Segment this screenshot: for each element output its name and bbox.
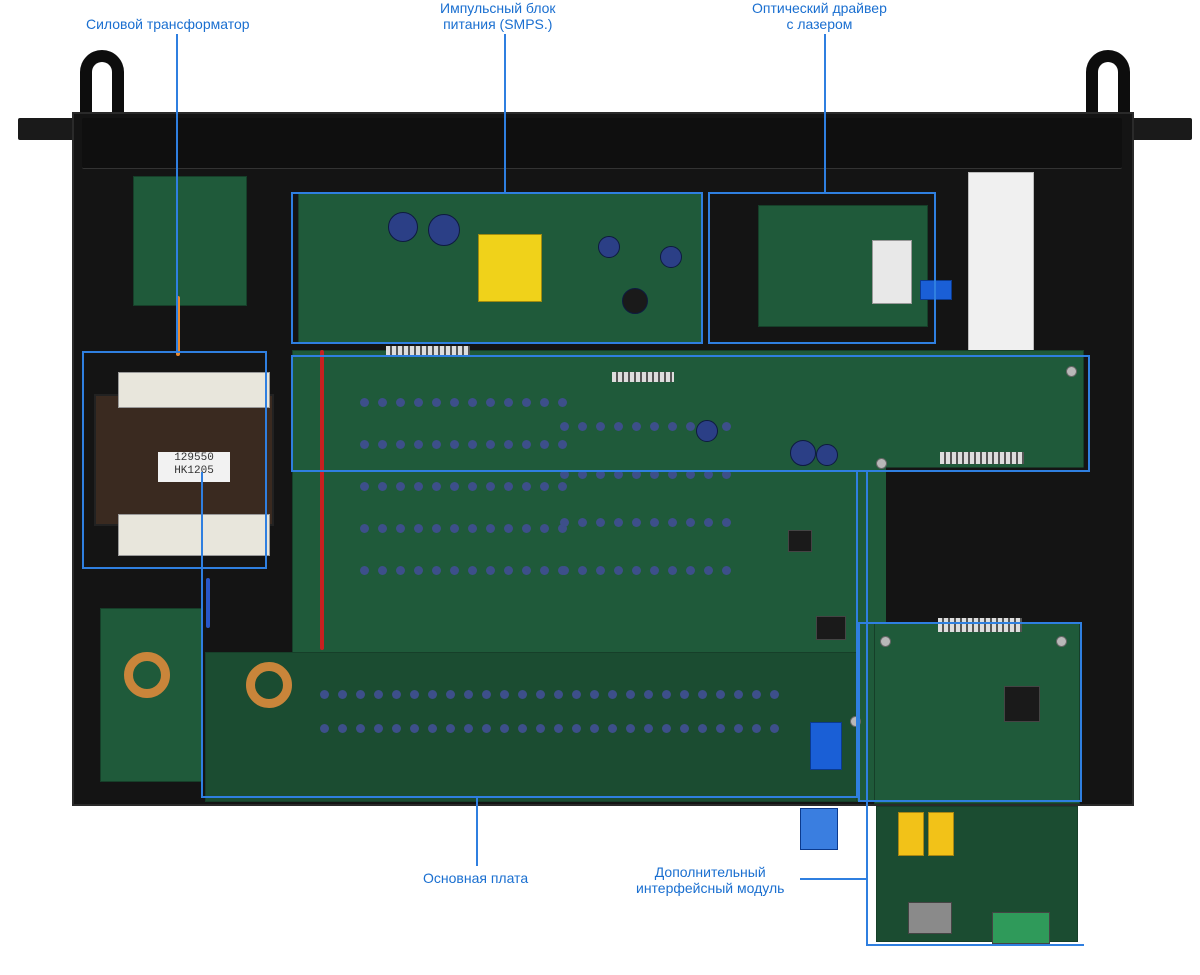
main-board-connector-2	[386, 346, 470, 356]
main-board-connector	[612, 372, 674, 382]
interface-relay-1	[898, 812, 924, 856]
smps-capacitor-3	[598, 236, 620, 258]
callout-power-transformer: Силовой трансформатор	[86, 16, 250, 32]
leader-interface-vertical	[866, 472, 868, 946]
right-rack-ear	[1130, 118, 1192, 140]
interface-module-board	[874, 622, 1080, 804]
board-screw-5	[1056, 636, 1067, 647]
audio-channel-caps-row-8	[560, 518, 731, 527]
front-bracket	[82, 118, 1122, 169]
highlight-power-transformer	[82, 351, 267, 569]
leader-interface-horizontal	[800, 878, 868, 880]
main-board-capacitor-3	[696, 420, 718, 442]
fiber-output-connector	[810, 722, 842, 770]
fiber-output-adapter	[800, 808, 838, 850]
callout-smps-line2: питания (SMPS.)	[443, 16, 553, 32]
board-screw-1	[1066, 366, 1077, 377]
board-screw-2	[876, 458, 887, 469]
audio-channel-caps-row-9	[560, 566, 731, 575]
callout-interface-module: Дополнительный интерфейсный модуль	[636, 864, 784, 896]
highlight-main-board-part2	[201, 472, 858, 798]
interface-relay-2	[928, 812, 954, 856]
leader-optical	[824, 34, 826, 192]
transformer-sticker-line2: HK1205	[174, 465, 214, 477]
callout-interface-line2: интерфейсный модуль	[636, 880, 785, 896]
callout-power-transformer-text: Силовой трансформатор	[86, 16, 250, 32]
callout-optical-driver: Оптический драйвер с лазером	[752, 0, 887, 32]
smps-capacitor-4	[660, 246, 682, 268]
transformer-sticker: 129550 HK1205	[158, 452, 230, 482]
leader-smps	[504, 34, 506, 192]
highlight-main-board-part1	[291, 355, 1090, 472]
red-power-wire	[320, 350, 324, 650]
main-board-lower-strip	[205, 652, 857, 802]
callout-main-board: Основная плата	[423, 870, 528, 886]
output-caps-row-2	[320, 724, 779, 733]
interface-terminal-block	[992, 912, 1050, 944]
highlight-interface-module	[858, 622, 1082, 802]
audio-channel-caps-row-3	[360, 482, 567, 491]
audio-channel-caps-row-1	[360, 398, 567, 407]
ribbon-cable	[968, 172, 1034, 358]
board-screw-3	[850, 716, 861, 727]
audio-channel-caps-row-4	[360, 524, 567, 533]
callout-smps-line1: Импульсный блок	[440, 0, 556, 16]
audio-channel-caps-row-7	[560, 470, 731, 479]
laser-fiber-connector	[920, 280, 952, 300]
callout-interface-line1: Дополнительный	[654, 864, 766, 880]
audio-channel-caps-row-2	[360, 440, 567, 449]
board-screw-4	[880, 636, 891, 647]
transformer-bobbin-bottom	[118, 514, 270, 556]
left-rack-handle	[80, 50, 124, 122]
left-rack-ear	[18, 118, 78, 140]
right-rack-handle	[1086, 50, 1130, 122]
smps-capacitor-2	[428, 214, 460, 246]
leader-main-board	[476, 798, 478, 866]
interface-rj45-port	[908, 902, 952, 934]
filter-toroid-1	[124, 652, 170, 698]
leader-interface-bottom	[866, 944, 1084, 946]
callout-optical-line2: с лазером	[786, 16, 853, 32]
blue-ground-wire	[206, 578, 210, 628]
smps-capacitor-1	[388, 212, 418, 242]
callout-main-board-text: Основная плата	[423, 870, 529, 886]
filter-toroid-2	[246, 662, 292, 708]
leader-transformer	[176, 34, 178, 352]
smps-transformer	[478, 234, 542, 302]
interface-module-edge-connector	[938, 618, 1022, 632]
interface-module-processor	[1004, 686, 1040, 722]
output-caps-row	[320, 690, 779, 699]
laser-module	[872, 240, 912, 304]
highlight-optical-driver	[708, 192, 936, 344]
orange-wire	[176, 296, 180, 356]
main-board-capacitor-2	[816, 444, 838, 466]
edge-connector	[940, 452, 1024, 464]
main-board-capacitor-1	[790, 440, 816, 466]
smps-capacitor-5	[622, 288, 648, 314]
main-board-ic-2	[816, 616, 846, 640]
mains-input-board	[133, 176, 247, 306]
main-board-ic-1	[788, 530, 812, 552]
transformer-sticker-line1: 129550	[174, 452, 214, 464]
highlight-smps	[291, 192, 703, 344]
callout-optical-line1: Оптический драйвер	[752, 0, 887, 16]
transformer-bobbin-top	[118, 372, 270, 408]
callout-smps: Импульсный блок питания (SMPS.)	[440, 0, 556, 32]
